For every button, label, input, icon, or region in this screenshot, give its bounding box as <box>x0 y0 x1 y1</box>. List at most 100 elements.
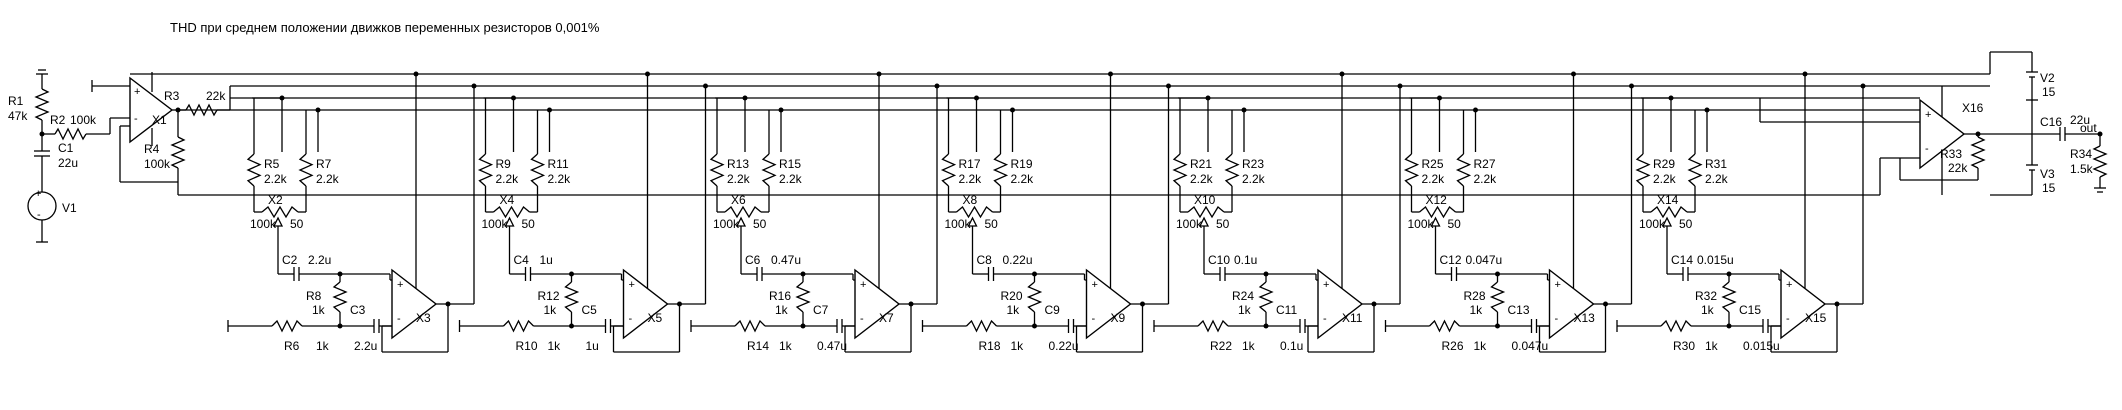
label-x6: X6 <box>731 193 746 207</box>
r34-name: R34 <box>2070 147 2092 161</box>
label-r31: R31 <box>1705 157 1727 171</box>
label-r22: R22 <box>1210 339 1232 353</box>
label-r9: R9 <box>496 157 512 171</box>
label-r13: R13 <box>727 157 749 171</box>
svg-text:-: - <box>1323 313 1327 325</box>
r1-name: R1 <box>8 94 24 108</box>
value-c6: 0.47u <box>771 253 801 267</box>
value-c14: 0.015u <box>1697 253 1734 267</box>
pot-left-x4: 100k <box>482 217 509 231</box>
v2-name: V2 <box>2040 71 2055 85</box>
label-x3: X3 <box>416 311 431 325</box>
value-r17: 2.2k <box>959 172 983 186</box>
label-r26: R26 <box>1442 339 1464 353</box>
value-r29: 2.2k <box>1653 172 1677 186</box>
label-c15: C15 <box>1739 303 1761 317</box>
label-c2: C2 <box>282 253 298 267</box>
label-r10: R10 <box>516 339 538 353</box>
label-r12: R12 <box>538 289 560 303</box>
r2-name: R2 <box>50 113 66 127</box>
label-c3: C3 <box>350 303 366 317</box>
value-c11: 0.1u <box>1280 339 1303 353</box>
value-c3: 2.2u <box>354 339 377 353</box>
label-c8: C8 <box>977 253 993 267</box>
svg-text:-: - <box>1555 313 1559 325</box>
pot-left-x6: 100k <box>713 217 740 231</box>
label-x12: X12 <box>1426 193 1448 207</box>
value-r14: 1k <box>779 339 793 353</box>
pot-right-x6: 50 <box>753 217 767 231</box>
label-r24: R24 <box>1232 289 1254 303</box>
svg-text:-: - <box>1092 313 1096 325</box>
r2-value: 100k <box>70 113 97 127</box>
label-r19: R19 <box>1011 157 1033 171</box>
label-x2: X2 <box>268 193 283 207</box>
svg-text:-: - <box>1925 143 1929 155</box>
label-x4: X4 <box>500 193 515 207</box>
title-text: THD при среднем положении движков переме… <box>170 20 600 35</box>
r1-value: 47k <box>8 109 28 123</box>
svg-text:+: + <box>35 188 41 200</box>
c1-name: C1 <box>58 141 74 155</box>
value-r18: 1k <box>1011 339 1025 353</box>
label-r16: R16 <box>769 289 791 303</box>
svg-text:+: + <box>629 279 635 291</box>
label-r21: R21 <box>1190 157 1212 171</box>
r4-name: R4 <box>144 142 160 156</box>
pot-left-x8: 100k <box>945 217 972 231</box>
value-r31: 2.2k <box>1705 172 1729 186</box>
value-r26: 1k <box>1474 339 1488 353</box>
svg-text:+: + <box>860 279 866 291</box>
label-r23: R23 <box>1242 157 1264 171</box>
label-r11: R11 <box>548 157 569 171</box>
v1-source-symbol <box>27 191 57 221</box>
label-x14: X14 <box>1657 193 1679 207</box>
label-r6: R6 <box>284 339 300 353</box>
label-c12: C12 <box>1440 253 1462 267</box>
label-x11: X11 <box>1342 311 1363 325</box>
input-stage-labels: R1 47k R2 100k C1 22u V1 X1 R3 22k R4 10… <box>8 89 226 215</box>
value-r15: 2.2k <box>779 172 803 186</box>
svg-text:+: + <box>1555 279 1561 291</box>
label-r15: R15 <box>779 157 801 171</box>
label-c11: C11 <box>1276 303 1297 317</box>
value-c2: 2.2u <box>308 253 331 267</box>
r3-name: R3 <box>164 89 180 103</box>
label-r18: R18 <box>979 339 1001 353</box>
pot-right-x14: 50 <box>1679 217 1693 231</box>
out-label: out <box>2080 121 2097 135</box>
label-r17: R17 <box>959 157 981 171</box>
value-c10: 0.1u <box>1234 253 1257 267</box>
static-wiring: + - + - <box>27 51 2108 243</box>
label-r32: R32 <box>1695 289 1717 303</box>
value-r10: 1k <box>548 339 562 353</box>
pot-left-x2: 100k <box>250 217 277 231</box>
label-r20: R20 <box>1001 289 1023 303</box>
x1-opamp <box>129 76 174 144</box>
value-c15: 0.015u <box>1743 339 1780 353</box>
r4-value: 100k <box>144 157 171 171</box>
label-r7: R7 <box>316 157 332 171</box>
pot-right-x12: 50 <box>1448 217 1462 231</box>
pot-right-x8: 50 <box>985 217 999 231</box>
label-x9: X9 <box>1111 311 1126 325</box>
value-c5: 1u <box>586 339 599 353</box>
value-r27: 2.2k <box>1474 172 1498 186</box>
svg-text:-: - <box>397 313 401 325</box>
label-r14: R14 <box>747 339 769 353</box>
value-c7: 0.47u <box>817 339 847 353</box>
label-c7: C7 <box>813 303 829 317</box>
value-c12: 0.047u <box>1466 253 1503 267</box>
value-r21: 2.2k <box>1190 172 1214 186</box>
value-r8: 1k <box>312 303 326 317</box>
x1-name: X1 <box>152 113 167 127</box>
label-c14: C14 <box>1671 253 1693 267</box>
value-r11: 2.2k <box>548 172 572 186</box>
value-r25: 2.2k <box>1422 172 1446 186</box>
svg-text:-: - <box>37 209 41 221</box>
